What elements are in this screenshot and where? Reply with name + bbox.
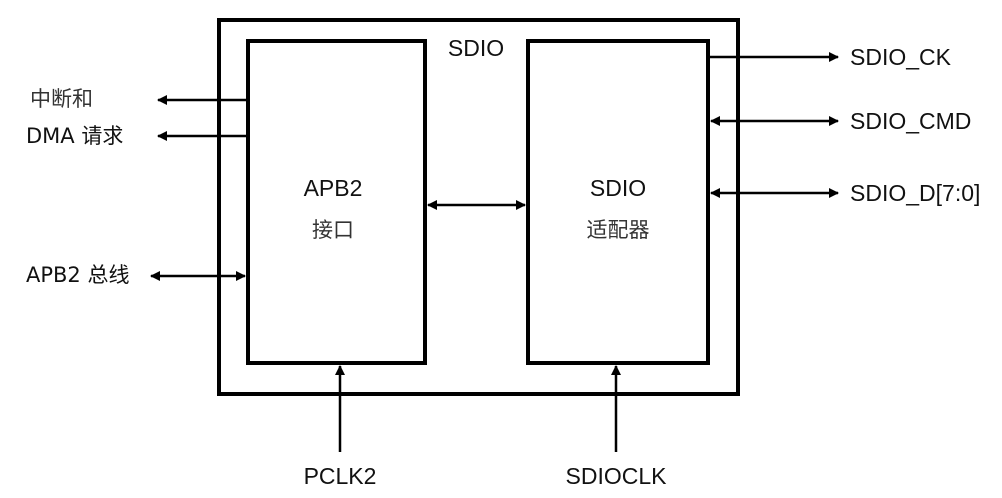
sdio-cmd-label: SDIO_CMD [850, 108, 971, 134]
sdio-ck-label: SDIO_CK [850, 44, 952, 70]
apb2-block-subtitle: 接口 [312, 218, 354, 242]
apb2-block-title: APB2 [304, 175, 363, 201]
sdio-adapter-subtitle: 适配器 [587, 218, 650, 242]
sdio-adapter-title: SDIO [590, 175, 646, 201]
apb2-interface-block [246, 39, 427, 365]
sdio-peripheral-frame [217, 18, 740, 396]
sdio-adapter-block [526, 39, 710, 365]
dma-request-label: DMA 请求 [26, 124, 123, 148]
sdio-peripheral-label: SDIO [448, 35, 504, 61]
interrupt-label: 中断和 [30, 87, 93, 111]
pclk2-label: PCLK2 [304, 463, 377, 489]
sdio-data-label: SDIO_D[7:0] [850, 180, 980, 206]
sdioclk-label: SDIOCLK [566, 463, 668, 489]
apb2-bus-label: APB2 总线 [26, 263, 129, 287]
